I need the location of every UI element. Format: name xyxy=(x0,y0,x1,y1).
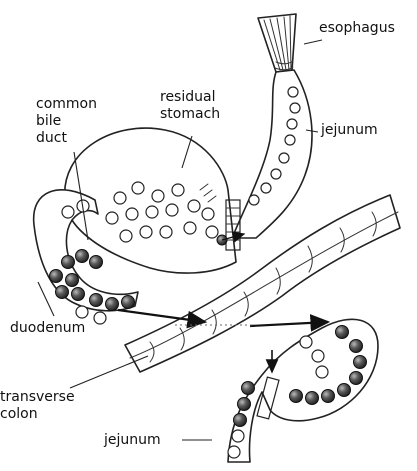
label-residual-stomach: residual stomach xyxy=(160,89,220,123)
label-jejunum-lower: jejunum xyxy=(104,432,161,449)
jejunum-upper-limb xyxy=(232,70,312,238)
label-jejunum-upper: jejunum xyxy=(321,122,378,139)
label-common-bile-duct: common bile duct xyxy=(36,96,97,147)
label-transverse-colon: transverse colon xyxy=(0,389,75,423)
label-esophagus: esophagus xyxy=(319,20,395,37)
label-duodenum: duodenum xyxy=(10,320,85,337)
esophagus xyxy=(258,14,296,72)
